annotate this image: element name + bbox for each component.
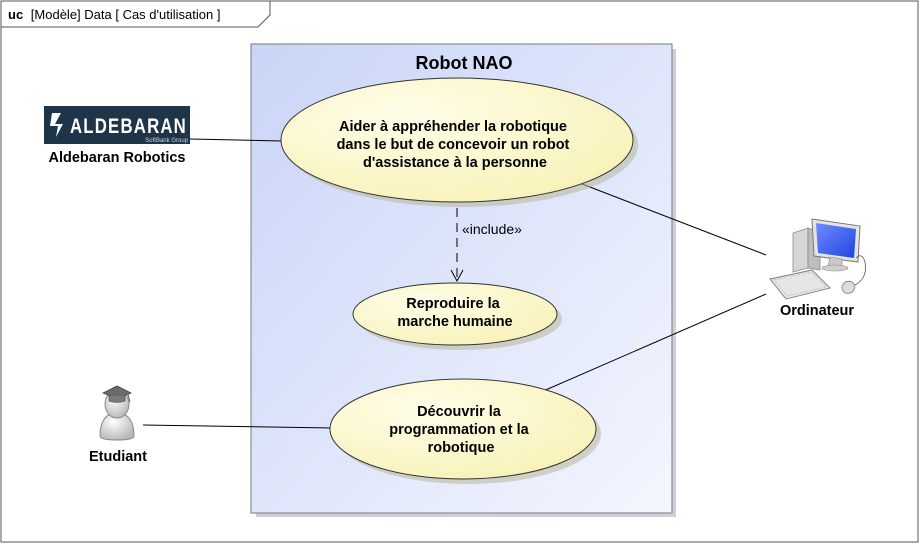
company-logo-icon (44, 106, 190, 144)
use-case-2[interactable] (352, 282, 558, 346)
use-case-3[interactable] (329, 378, 597, 480)
actor-ordinateur[interactable]: Ordinateur (769, 218, 866, 319)
svg-text:Aider à appréhender la robotiq: Aider à appréhender la robotique dans le… (337, 119, 574, 171)
use-case-2-line-1: Reproduire la (406, 296, 500, 312)
association-ordinateur-uc3[interactable] (540, 293, 767, 393)
logo-mark (50, 113, 63, 137)
frame-keyword: uc (8, 7, 23, 22)
svg-text:uc [Modèle] Data [ Cas d'u: uc [Modèle] Data [ Cas d'utilisation ] (8, 7, 220, 22)
use-case-1-line-1: Aider à appréhender la robotique (339, 119, 567, 135)
computer-icon (769, 218, 866, 300)
frame-header: [Modèle] Data [ Cas d'utilisation ] (31, 7, 221, 22)
student-icon (99, 385, 135, 441)
use-case-1-line-3: d'assistance à la personne (363, 155, 547, 171)
use-case-3-line-3: robotique (428, 440, 495, 456)
actor-aldebaran[interactable]: ALDEBARAN SoftBank Group Aldebaran Robot… (44, 106, 190, 166)
logo-subtext: SoftBank Group (145, 138, 188, 144)
include-label: «include» (462, 221, 522, 237)
association-etudiant-uc3[interactable] (142, 424, 334, 429)
system-title: Robot NAO (416, 53, 513, 73)
association-ordinateur-uc1[interactable] (576, 181, 767, 256)
include-arrowhead (450, 269, 464, 283)
actor-etudiant-name: Etudiant (89, 449, 147, 465)
logo-text: ALDEBARAN (70, 115, 187, 138)
use-case-1-line-2: dans le but de concevoir un robot (337, 137, 570, 153)
svg-text:Reproduire la marche humai: Reproduire la marche humaine (397, 296, 512, 330)
actor-ordinateur-name: Ordinateur (780, 303, 854, 319)
use-case-1[interactable] (280, 77, 634, 203)
use-case-2-line-2: marche humaine (397, 314, 512, 330)
actor-etudiant[interactable]: Etudiant (89, 385, 147, 465)
actor-aldebaran-name: Aldebaran Robotics (49, 150, 186, 166)
use-case-3-line-1: Découvrir la (417, 404, 502, 420)
svg-text:Découvrir la programmation: Découvrir la programmation et la robotiq… (389, 404, 532, 456)
association-aldebaran-uc1[interactable] (189, 138, 283, 142)
use-case-3-line-2: programmation et la (389, 422, 529, 438)
frame-tab (0, 0, 271, 28)
